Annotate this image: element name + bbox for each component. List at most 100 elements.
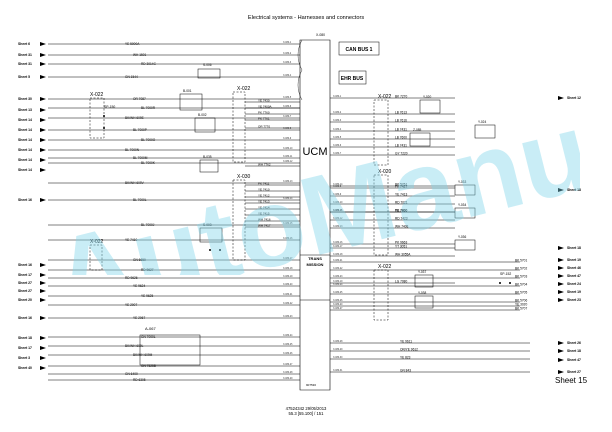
sheet-ref-right[interactable]: Sheet 18 xyxy=(558,246,581,250)
sheet-ref-right[interactable]: Sheet 12 xyxy=(558,96,581,100)
sheet-ref-left[interactable]: Sheet 16 xyxy=(18,316,46,320)
pin-label: X-080-22 xyxy=(283,303,293,305)
sheet-ref-right[interactable]: Sheet 47 xyxy=(558,274,581,278)
wire-label: RD 9626 xyxy=(125,276,138,280)
svg-text:PK 7761: PK 7761 xyxy=(258,116,270,120)
sheet-ref-left[interactable]: Sheet 14 xyxy=(18,138,46,142)
sheet-ref-left[interactable]: Sheet 17 xyxy=(18,346,46,350)
pin-label: X-080-31 xyxy=(333,370,343,372)
sheet-ref-left[interactable]: Sheet 3 xyxy=(18,356,46,360)
sheet-ref-left[interactable]: Sheet 17 xyxy=(18,273,46,277)
sheet-ref-left[interactable]: Sheet 31 xyxy=(18,62,46,66)
left-sheet-refs: Sheet 6 Sheet 31 Sheet 31 Sheet 5 Sheet 30 Sh… xyxy=(18,42,46,370)
sheet-ref-left[interactable]: Sheet 27 xyxy=(18,289,46,293)
sheet-ref-right[interactable]: Sheet 23 xyxy=(558,298,581,302)
pin-label: X-080-8 xyxy=(283,128,292,130)
sheet-ref-left[interactable]: Sheet 6 xyxy=(18,42,46,46)
svg-text:YE 7414: YE 7414 xyxy=(258,205,270,209)
wire-label: BL 7000M xyxy=(133,156,148,160)
sheet-ref-right[interactable]: Sheet 18 xyxy=(558,188,581,192)
pin-label: X-080-2 xyxy=(333,112,342,114)
sheet-ref-left[interactable]: Sheet 14 xyxy=(18,168,46,172)
ucm-label: UCM xyxy=(302,146,327,158)
sheet-ref-left[interactable]: Sheet 31 xyxy=(18,53,46,57)
wire-mid: YE 7410 xyxy=(245,187,300,191)
svg-text:Sheet 14: Sheet 14 xyxy=(18,118,32,122)
sheet-ref-left[interactable]: Sheet 14 xyxy=(18,158,46,162)
sheet-ref-left[interactable]: Sheet 14 xyxy=(18,128,46,132)
sheet-ref-left[interactable]: Sheet 5 xyxy=(18,75,46,79)
sheet-ref-right[interactable]: Sheet 26 xyxy=(558,341,581,345)
svg-text:Sheet 23: Sheet 23 xyxy=(567,298,581,302)
pin-label: X-080-6 xyxy=(333,145,342,147)
wire-label: GN 7000L xyxy=(141,335,156,339)
svg-text:Y-036: Y-036 xyxy=(458,235,466,239)
pin-label: X-080-9 xyxy=(283,138,292,140)
sheet-ref-left[interactable]: Sheet 16 xyxy=(18,198,46,202)
wire-label: BK 5701 xyxy=(515,258,527,262)
component-boxes xyxy=(139,68,496,366)
pin-label: X-080-19 xyxy=(333,281,343,283)
ucm-connector-label: X-080 xyxy=(316,33,325,37)
pin-label: X-080-21 xyxy=(333,260,343,262)
pin-label: X-080-5 xyxy=(333,137,342,139)
svg-text:Sheet 19: Sheet 19 xyxy=(567,290,581,294)
svg-text:Sheet 40: Sheet 40 xyxy=(18,366,32,370)
pin-label: X-080-11 xyxy=(333,210,343,212)
wire-label: BL 7000R xyxy=(141,106,156,110)
sheet-ref-left[interactable]: Sheet 30 xyxy=(18,97,46,101)
svg-text:Y-038: Y-038 xyxy=(418,291,426,295)
sheet-ref-right[interactable]: Sheet 46 xyxy=(558,266,581,270)
svg-text:Sheet 18: Sheet 18 xyxy=(567,188,581,192)
sheet-ref-right[interactable]: Sheet 24 xyxy=(558,282,581,286)
sheet-ref-right[interactable]: Sheet 19 xyxy=(558,290,581,294)
sheet-ref-left[interactable]: Sheet 27 xyxy=(18,281,46,285)
sheet-ref-right[interactable]: Sheet 18 xyxy=(558,349,581,353)
svg-text:Sheet 20: Sheet 20 xyxy=(18,298,32,302)
sheet-ref-left[interactable]: Sheet 20 xyxy=(18,298,46,302)
sheet-ref-right[interactable]: Sheet 27 xyxy=(558,370,581,374)
pin-label: X-080-3 xyxy=(283,62,292,64)
pin-label: X-080-28 xyxy=(283,372,293,374)
wire-label: GN 843 xyxy=(400,368,411,372)
sheet-ref-left[interactable]: Sheet 13 xyxy=(18,108,46,112)
wire-label: YE 7410 xyxy=(395,208,407,212)
svg-text:Sheet 47: Sheet 47 xyxy=(567,358,581,362)
pin-label: X-080-18 xyxy=(333,254,343,256)
wire-label: PK 9663 xyxy=(395,240,407,244)
wire-label: YE 9624 xyxy=(133,284,145,288)
pin-label: X-080-27 xyxy=(333,308,343,310)
sheet-ref-left[interactable]: Sheet 14 xyxy=(18,118,46,122)
wire-label: YE 9611 xyxy=(400,339,412,343)
svg-text:Sheet 14: Sheet 14 xyxy=(18,128,32,132)
sheet-ref-right[interactable]: Sheet 19 xyxy=(558,258,581,262)
sheet-ref-left[interactable]: Sheet 40 xyxy=(18,366,46,370)
footer-page-ref: 55.3 [55.100] / 151 xyxy=(288,411,324,417)
pin-label: X-080-19 xyxy=(283,276,293,278)
pin-label: X-080-5 xyxy=(283,97,292,99)
ehr-bus-box: EHR BUS xyxy=(338,70,367,85)
svg-text:Sheet 13: Sheet 13 xyxy=(18,108,32,112)
sheet-ref-left[interactable]: Sheet 18 xyxy=(18,336,46,340)
svg-text:Sheet 46: Sheet 46 xyxy=(567,266,581,270)
sheet-ref-right[interactable]: Sheet 47 xyxy=(558,358,581,362)
pin-label: X-080-15 xyxy=(333,210,343,212)
sheet-ref-left[interactable]: Sheet 16 xyxy=(18,263,46,267)
svg-text:Sheet 31: Sheet 31 xyxy=(18,62,32,66)
wire-label: BK 7270 xyxy=(395,94,407,98)
sheet-ref-left[interactable]: Sheet 14 xyxy=(18,148,46,152)
